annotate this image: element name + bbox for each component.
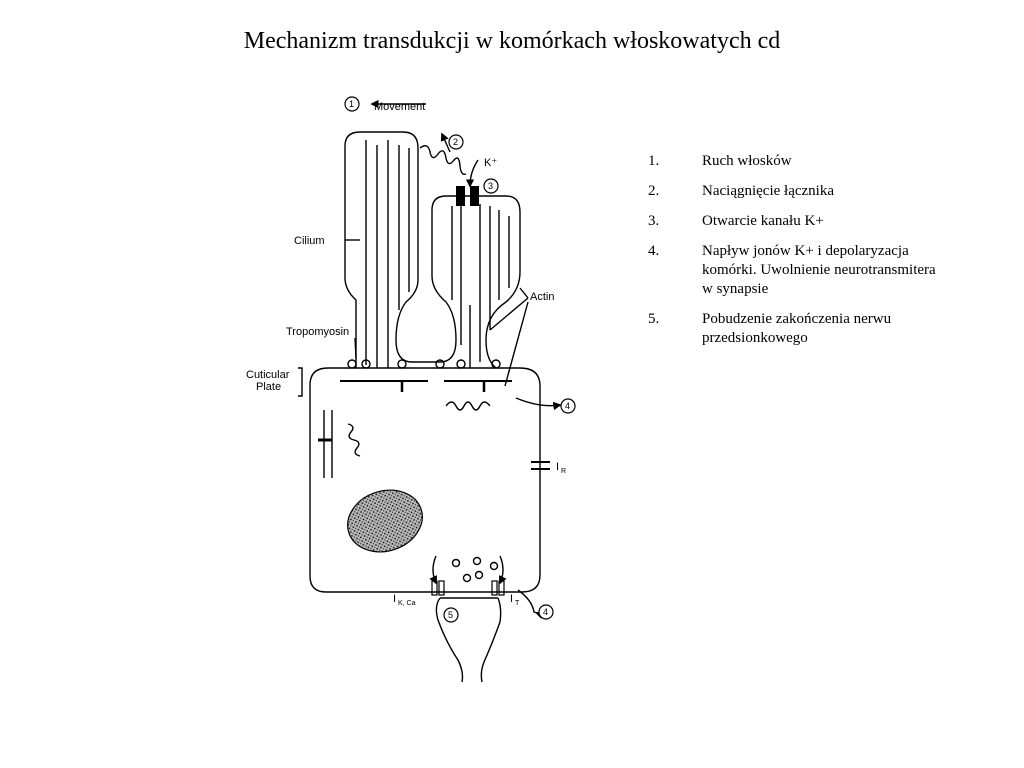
step-text: Ruch włosków xyxy=(702,153,792,169)
label-movement: Movement xyxy=(374,101,425,113)
cilium-small xyxy=(446,195,521,369)
step-number: 1. xyxy=(648,153,660,169)
step-number: 3. xyxy=(648,213,660,229)
marker-3-text: 3 xyxy=(488,181,493,191)
label-i-k: I xyxy=(393,593,396,605)
marker-1 xyxy=(344,96,360,112)
page-title: Mechanizm transdukcji w komórkach włosko… xyxy=(243,28,781,54)
step-text: Pobudzenie zakończenia nerwu przedsionko… xyxy=(702,311,892,346)
marker-1-text: 1 xyxy=(349,99,354,109)
marker-4b xyxy=(538,604,554,620)
steps-list: 1. Ruch włosków 2. Naciągnięcie łącznika 3… xyxy=(648,152,948,359)
marker-4a-text: 4 xyxy=(565,401,570,411)
marker-4a xyxy=(560,398,576,414)
label-i-t: I xyxy=(510,593,513,605)
label-k-plus: K⁺ xyxy=(484,157,497,169)
label-cuticular-1: Cuticular xyxy=(246,369,290,381)
list-item: 4. Napływ jonów K+ i depolaryzacja komórk… xyxy=(648,242,948,299)
step-text: Napływ jonów K+ i depolaryzacja komórki.… xyxy=(702,243,936,297)
marker-2 xyxy=(448,134,464,150)
list-item: 1. Ruch włosków xyxy=(648,152,948,171)
step-text: Otwarcie kanału K+ xyxy=(702,213,824,229)
label-tropomyosin: Tropomyosin xyxy=(286,326,349,338)
list-item: 5. Pobudzenie zakończenia nerwu przedsion… xyxy=(648,310,948,348)
marker-5 xyxy=(443,607,459,623)
label-i-r-sub: R xyxy=(561,468,566,475)
label-i-k-sub: K, Ca xyxy=(398,600,416,607)
cilium-large xyxy=(344,131,457,368)
step-text: Naciągnięcie łącznika xyxy=(702,183,834,199)
step-number: 2. xyxy=(648,183,660,199)
cell-nucleus xyxy=(347,489,423,553)
nerve-terminal xyxy=(435,597,502,683)
step-number: 4. xyxy=(648,243,660,259)
tip-link-spring xyxy=(419,145,467,176)
marker-5-text: 5 xyxy=(448,610,453,620)
list-item: 2. Naciągnięcie łącznika xyxy=(648,182,948,201)
marker-2-text: 2 xyxy=(453,137,458,147)
list-item: 3. Otwarcie kanału K+ xyxy=(648,212,948,231)
label-cuticular-2: Plate xyxy=(256,381,281,393)
marker-4b-text: 4 xyxy=(543,607,548,617)
label-actin: Actin xyxy=(530,291,554,303)
cell-body xyxy=(309,367,541,593)
marker-3 xyxy=(483,178,499,194)
label-i-r: I xyxy=(556,461,559,473)
step-number: 5. xyxy=(648,311,660,327)
label-i-t-sub: T xyxy=(515,600,520,607)
label-cilium: Cilium xyxy=(294,235,325,247)
